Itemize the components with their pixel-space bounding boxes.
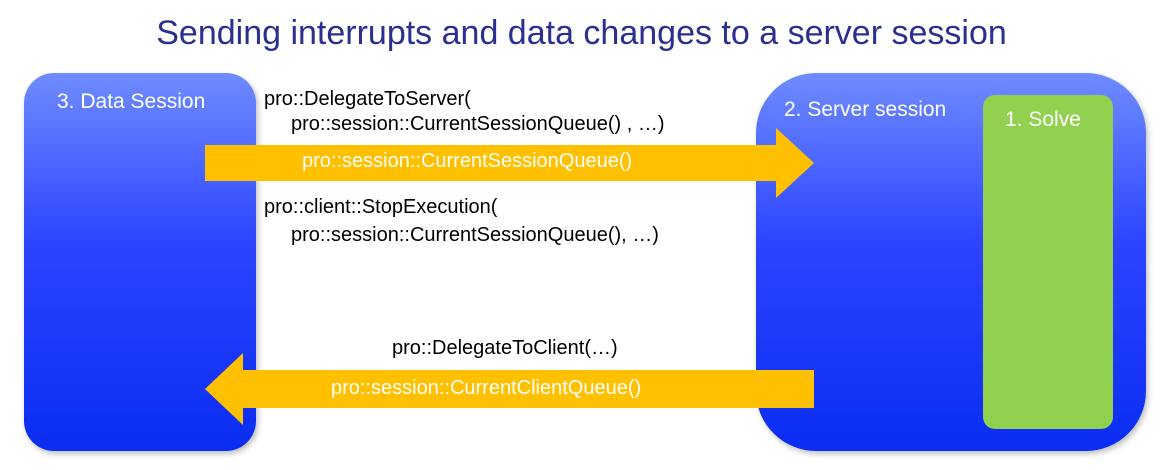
arrow-to-server-label: pro::session::CurrentSessionQueue()	[302, 150, 633, 172]
server-session-label: 2. Server session	[784, 98, 947, 121]
arrow-to-client	[205, 353, 814, 425]
delegate-to-server-call-line1: pro::DelegateToServer(	[264, 88, 471, 110]
solve-label: 1. Solve	[1005, 108, 1081, 131]
data-session-label: 3. Data Session	[57, 90, 206, 113]
stop-execution-call-line2: pro::session::CurrentSessionQueue(), …)	[291, 224, 659, 246]
arrow-to-client-label: pro::session::CurrentClientQueue()	[331, 377, 642, 399]
arrow-to-server	[205, 128, 814, 198]
delegate-to-server-call-line2: pro::session::CurrentSessionQueue() , …)	[291, 113, 665, 135]
solve-box	[983, 95, 1113, 429]
delegate-to-client-call: pro::DelegateToClient(…)	[392, 337, 618, 359]
stop-execution-call-line1: pro::client::StopExecution(	[264, 196, 498, 218]
diagram-title: Sending interrupts and data changes to a…	[156, 14, 1007, 52]
